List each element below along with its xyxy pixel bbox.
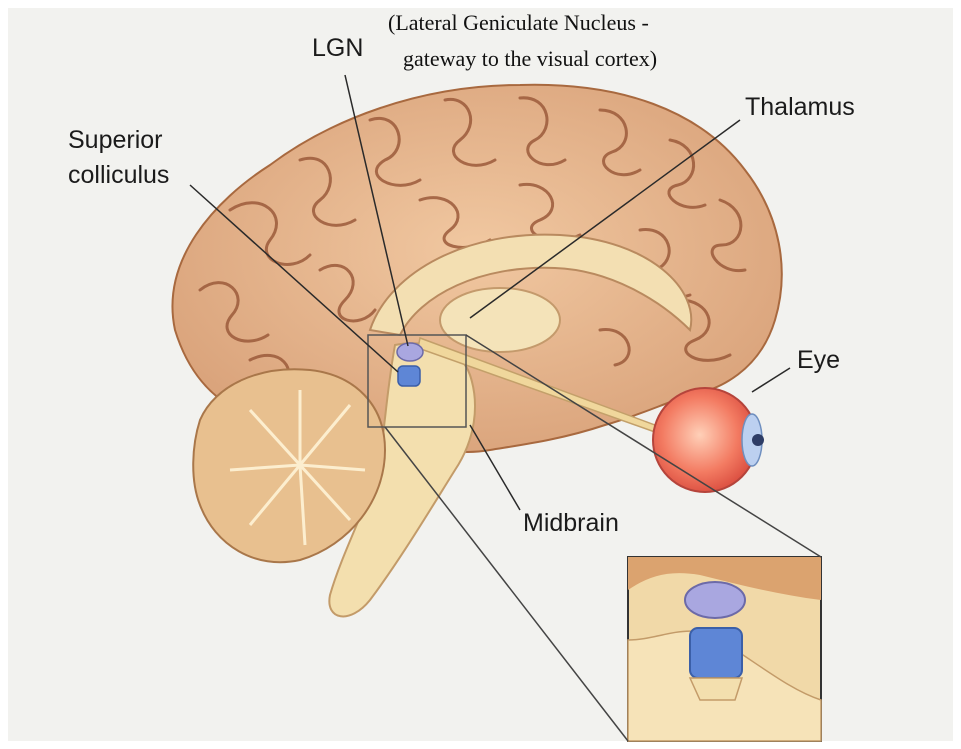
label-lgn: LGN <box>312 33 363 63</box>
pupil <box>752 434 764 446</box>
zoom-inset <box>628 557 821 741</box>
superior-colliculus-structure <box>398 366 420 386</box>
label-superior-line1: Superior <box>68 125 163 155</box>
label-thalamus: Thalamus <box>745 92 855 122</box>
lgn-structure <box>397 343 423 361</box>
lgn-note-line1: (Lateral Geniculate Nucleus - <box>388 10 649 36</box>
thalamus-region <box>440 288 560 352</box>
pointer-eye <box>752 368 790 392</box>
label-midbrain: Midbrain <box>523 508 619 538</box>
lgn-note-line2: gateway to the visual cortex) <box>403 46 657 72</box>
label-superior-line2: colliculus <box>68 160 169 190</box>
label-eye: Eye <box>797 345 840 375</box>
zoom-connector-left <box>385 427 628 741</box>
